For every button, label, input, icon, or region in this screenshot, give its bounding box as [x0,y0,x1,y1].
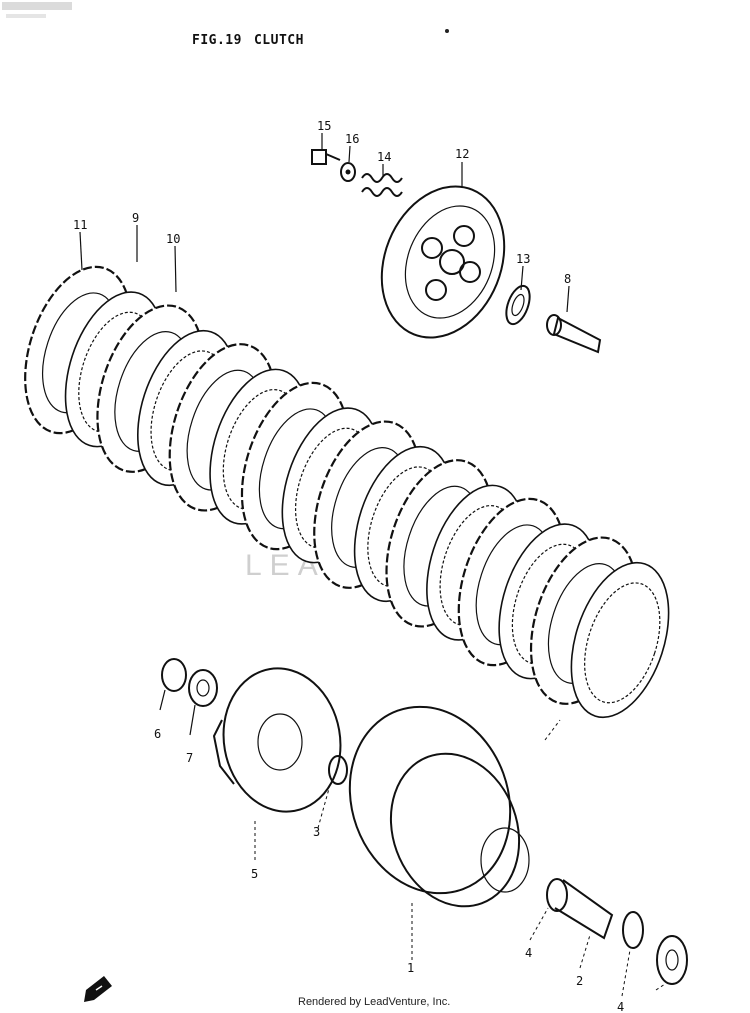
scan-noise [2,2,449,33]
callout-1: 1 [407,961,414,975]
callout-9: 9 [132,211,139,225]
callout-4a: 4 [525,946,532,960]
plate-inner-edge [584,582,661,704]
footer-credit: Rendered by LeadVenture, Inc. [298,996,451,1008]
figure-name: CLUTCH [253,33,304,48]
callout-2: 2 [576,974,583,988]
washer [340,162,356,182]
callout-16: 16 [345,132,359,146]
callout-11: 11 [73,218,87,232]
callout-8: 8 [564,272,571,286]
lock-washer [188,669,218,707]
callout-12: 12 [455,147,469,161]
thrust-bearing [505,284,531,326]
callout-7: 7 [186,751,193,765]
clutch-bolt [311,149,341,165]
clutch-housing [348,705,530,908]
hub-nut [161,658,187,692]
callout-13: 13 [516,252,530,266]
callout-15: 15 [317,119,331,133]
leader-lines [79,133,666,997]
figure-title: FIG.19 CLUTCH [192,33,304,48]
callout-10: 10 [166,232,180,246]
spacer [546,878,614,940]
callout-4b: 4 [617,1000,624,1013]
arrow-icon [84,976,112,1002]
pressure-plate [380,185,506,339]
clutch-plate-stack [24,265,670,719]
callout-5: 5 [251,867,258,881]
push-piece [546,314,602,354]
figure-number: FIG.19 [192,33,242,48]
callout-3: 3 [313,825,320,839]
needle-bearing [622,911,644,949]
clutch-spring [361,173,403,197]
clutch-hub [212,667,342,813]
callout-14: 14 [377,150,391,164]
thrust-washer-outer [656,935,688,985]
thrust-washer [328,755,348,785]
callout-6: 6 [154,727,161,741]
steel-plate [570,561,670,719]
